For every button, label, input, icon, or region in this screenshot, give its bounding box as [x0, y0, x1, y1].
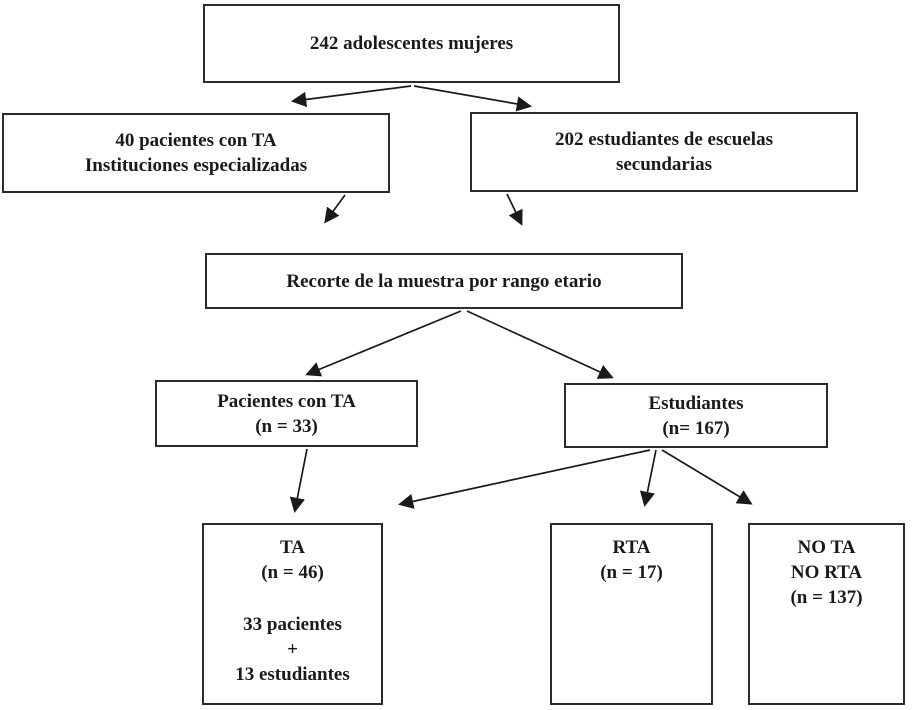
box-ta-patients-source: 40 pacientes con TA Instituciones especi… — [2, 113, 390, 193]
box-age-range-cut: Recorte de la muestra por rango etario — [205, 253, 683, 309]
box-total-sample: 242 adolescentes mujeres — [203, 4, 620, 83]
box-line: (n = 137) — [790, 587, 863, 608]
box-line: RTA — [612, 537, 651, 558]
box-line: Pacientes con TA — [217, 390, 356, 412]
box-line: 40 pacientes con TA — [115, 130, 277, 151]
box-line: (n = 17) — [600, 562, 663, 583]
edge-students-to-no-ta-no-rta — [661, 449, 753, 505]
box-patients-ta-n33: Pacientes con TA (n = 33) — [155, 380, 418, 447]
box-line: NO TA — [797, 537, 856, 558]
box-line: (n = 33) — [255, 415, 318, 437]
box-secondary-students-source: 202 estudiantes de escuelas secundarias — [470, 112, 858, 192]
edge-students-to-ta — [398, 449, 651, 509]
box-line: 13 estudiantes — [235, 664, 350, 685]
box-line: Estudiantes — [648, 392, 744, 414]
box-line: Recorte de la muestra por rango etario — [286, 270, 602, 292]
box-line: secundarias — [615, 154, 713, 175]
box-line: 242 adolescentes mujeres — [309, 33, 514, 54]
box-ta-n46: TA (n = 46) 33 pacientes + 13 estudiante… — [202, 523, 383, 705]
edge-patients-ta-to-ta — [289, 448, 308, 514]
box-line: 202 estudiantes de escuelas — [555, 129, 773, 150]
edge-age-cut-to-students — [466, 310, 614, 379]
box-line: + — [287, 639, 298, 660]
box-rta-n17: RTA (n = 17) — [550, 523, 713, 705]
box-line: Instituciones especializadas — [84, 155, 308, 176]
box-line: (n = 46) — [261, 562, 324, 583]
box-line: TA — [280, 537, 305, 558]
box-students-n167: Estudiantes (n= 167) — [564, 383, 828, 448]
edge-total-to-patients-source — [290, 85, 412, 108]
box-no-ta-no-rta-n137: NO TA NO RTA (n = 137) — [748, 523, 905, 705]
edge-age-cut-to-patients-ta — [305, 310, 462, 377]
box-line: 33 pacientes — [243, 614, 342, 635]
edge-students-source-to-age-cut — [506, 193, 523, 226]
edge-total-to-students-source — [413, 85, 533, 112]
box-line: NO RTA — [790, 562, 863, 583]
edge-students-to-rta — [639, 449, 657, 507]
edge-patients-source-to-age-cut — [324, 194, 346, 224]
box-line: (n= 167) — [662, 417, 730, 439]
